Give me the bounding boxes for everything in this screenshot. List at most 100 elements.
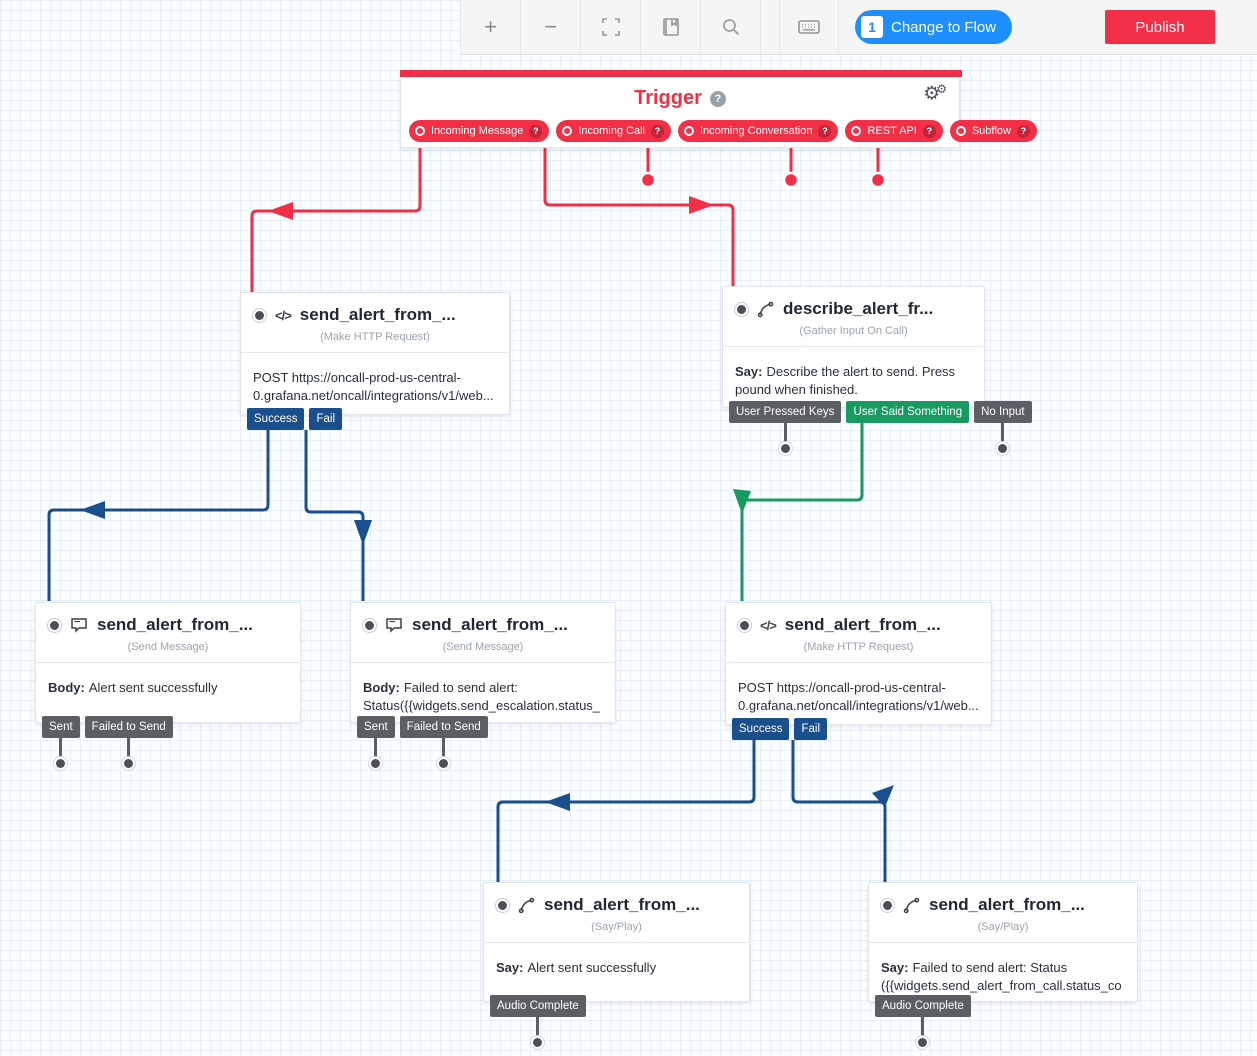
output-connector-dot[interactable] — [369, 757, 383, 770]
widget-input-connector[interactable] — [735, 302, 748, 316]
help-icon[interactable]: ? — [529, 124, 543, 138]
help-icon[interactable]: ? — [650, 124, 664, 138]
transition-tag-user-said-something[interactable]: User Said Something — [846, 401, 970, 423]
connector-stem — [921, 1017, 925, 1037]
widget-body: Say:Failed to send alert: Status ({{widg… — [881, 960, 1122, 994]
widget-input-connector[interactable] — [48, 618, 61, 632]
transition-tag-success[interactable]: Success — [732, 718, 790, 740]
widget-send-alert-http-call[interactable]: </> send_alert_from_... (Make HTTP Reque… — [725, 602, 992, 740]
widget-input-connector[interactable] — [363, 618, 376, 632]
transition-tag-sent[interactable]: Sent — [42, 716, 80, 738]
connector-stem — [442, 738, 446, 758]
zoom-out-button[interactable]: − — [521, 0, 581, 55]
trigger-pill-rest-api[interactable]: REST API ? — [845, 120, 943, 142]
trigger-title: Trigger — [634, 87, 702, 109]
flow-count-badge: 1 — [861, 16, 883, 38]
trigger-pill-incoming-message[interactable]: Incoming Message ? — [409, 120, 550, 142]
transition-tag-audio-complete[interactable]: Audio Complete — [490, 995, 586, 1017]
widget-type-label: (Send Message) — [36, 641, 300, 663]
widget-type-label: (Say/Play) — [484, 921, 749, 943]
transition-tag-fail[interactable]: Fail — [794, 718, 827, 740]
zoom-in-button[interactable]: + — [461, 0, 521, 55]
connector-ring-icon — [851, 126, 862, 136]
output-connector-dot[interactable] — [122, 757, 136, 770]
widget-body: Say:Describe the alert to send. Press po… — [735, 364, 956, 398]
phone-icon — [903, 897, 920, 914]
trigger-pill-subflow[interactable]: Subflow ? — [949, 120, 1037, 142]
chat-icon — [385, 617, 403, 633]
widget-describe-alert[interactable]: describe_alert_fr... (Gather Input On Ca… — [722, 286, 1032, 455]
help-icon[interactable]: ? — [922, 124, 936, 138]
output-connector-dot[interactable] — [778, 442, 792, 455]
connector-ring-icon — [415, 126, 425, 136]
widget-title: send_alert_from_... — [97, 615, 253, 634]
phone-icon — [757, 301, 774, 318]
trigger-pill-incoming-call[interactable]: Incoming Call ? — [556, 120, 671, 142]
connector-stem — [374, 738, 378, 758]
widget-type-label: (Make HTTP Request) — [726, 641, 991, 663]
minus-icon: − — [544, 14, 557, 39]
transition-tag-sent[interactable]: Sent — [357, 716, 395, 738]
search-button[interactable] — [701, 0, 761, 55]
connector-stem — [1001, 423, 1005, 443]
transition-tag-success[interactable]: Success — [247, 408, 305, 430]
help-icon[interactable]: ? — [709, 90, 726, 107]
widget-input-connector[interactable] — [253, 308, 266, 322]
transition-tag-no-input[interactable]: No Input — [974, 401, 1032, 423]
trigger-widget[interactable]: Trigger ? ⚙⚙ Incoming Message ? Incoming… — [400, 70, 1037, 148]
widget-type-label: (Send Message) — [351, 641, 615, 663]
transition-tag-failed-to-send[interactable]: Failed to Send — [399, 716, 488, 738]
widget-input-connector[interactable] — [738, 618, 751, 632]
change-to-flow-button[interactable]: 1 Change to Flow — [855, 10, 1013, 44]
widget-type-label: (Say/Play) — [869, 921, 1137, 943]
trigger-accent-bar — [400, 70, 962, 77]
pill-label: Subflow — [971, 125, 1011, 137]
widget-title: send_alert_from_... — [784, 615, 941, 634]
output-connector-dot[interactable] — [916, 1036, 930, 1049]
trigger-pill-incoming-conversation[interactable]: Incoming Conversation ? — [677, 120, 839, 142]
output-connector-dot[interactable] — [531, 1036, 545, 1049]
output-connector-dot[interactable] — [54, 757, 68, 770]
widget-title: send_alert_from_... — [929, 895, 1085, 914]
pill-label: Incoming Call — [578, 125, 645, 137]
output-connector-dot[interactable] — [437, 757, 451, 770]
widget-title: describe_alert_fr... — [783, 299, 934, 318]
widget-body: Body:Alert sent successfully — [48, 680, 218, 695]
widget-send-alert-message-success[interactable]: send_alert_from_... (Send Message) Body:… — [35, 602, 301, 770]
widget-say-alert-failed[interactable]: send_alert_from_... (Say/Play) Say:Faile… — [868, 882, 1138, 1049]
transition-tag-fail[interactable]: Fail — [309, 408, 342, 430]
pill-label: REST API — [867, 125, 917, 137]
help-icon[interactable]: ? — [1016, 124, 1030, 138]
widget-title: send_alert_from_... — [299, 305, 456, 324]
pill-label: Incoming Conversation — [699, 125, 813, 137]
widget-body: POST https://oncall-prod-us-central-0.gr… — [738, 680, 979, 714]
widget-send-alert-http-message[interactable]: </> send_alert_from_... (Make HTTP Reque… — [240, 292, 510, 430]
widget-body: Body:Failed to send alert: Status({{widg… — [363, 680, 601, 714]
widget-input-connector[interactable] — [881, 898, 894, 912]
fit-screen-icon — [601, 18, 620, 36]
search-icon — [722, 19, 739, 36]
plus-icon: + — [484, 14, 497, 39]
chat-icon — [70, 617, 88, 633]
code-icon: </> — [760, 617, 777, 633]
transition-tag-audio-complete[interactable]: Audio Complete — [875, 995, 971, 1017]
output-connector-dot[interactable] — [996, 442, 1010, 455]
transition-tag-failed-to-send[interactable]: Failed to Send — [84, 716, 173, 738]
change-to-flow-label: Change to Flow — [891, 18, 997, 36]
widget-title: send_alert_from_... — [544, 895, 700, 914]
widget-input-connector[interactable] — [496, 898, 509, 912]
transition-tag-user-pressed-keys[interactable]: User Pressed Keys — [729, 401, 842, 423]
help-icon[interactable]: ? — [818, 124, 832, 138]
publish-button[interactable]: Publish — [1105, 10, 1215, 44]
pill-label: Incoming Message — [431, 125, 524, 137]
gear-icon[interactable]: ⚙⚙ — [923, 82, 947, 105]
widget-send-alert-message-failed[interactable]: send_alert_from_... (Send Message) Body:… — [350, 602, 616, 770]
fit-screen-button[interactable] — [581, 0, 641, 55]
keyboard-shortcuts-button[interactable] — [779, 0, 839, 55]
canvas-toolbar: + − 1 Change to Flow Publish — [460, 0, 1257, 55]
connector-stem — [536, 1017, 540, 1037]
widget-say-alert-success[interactable]: send_alert_from_... (Say/Play) Say:Alert… — [483, 882, 750, 1049]
widget-library-button[interactable] — [641, 0, 701, 55]
